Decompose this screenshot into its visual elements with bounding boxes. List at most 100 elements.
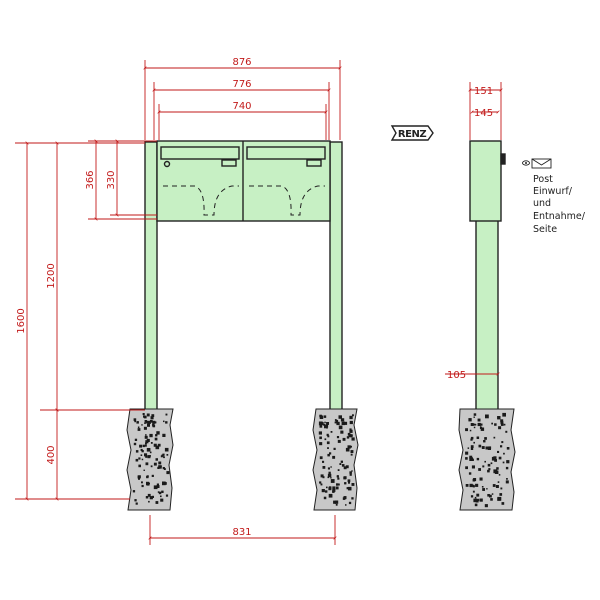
concrete-speck — [349, 420, 353, 425]
concrete-speck — [153, 443, 157, 447]
concrete-speck — [497, 415, 501, 420]
concrete-speck — [324, 424, 329, 428]
concrete-speck — [482, 488, 486, 491]
concrete-speck — [345, 504, 347, 506]
concrete-speck — [494, 459, 497, 462]
concrete-speck — [133, 418, 137, 421]
concrete-speck — [470, 438, 473, 441]
concrete-speck — [163, 456, 165, 459]
side-note-line-4: Entnahme/ — [533, 211, 586, 222]
concrete-speck — [155, 458, 158, 461]
concrete-speck — [348, 501, 352, 505]
concrete-speck — [144, 435, 148, 439]
concrete-speck — [471, 465, 475, 469]
concrete-speck — [154, 437, 158, 441]
concrete-speck — [146, 475, 149, 479]
concrete-speck — [465, 428, 468, 432]
concrete-speck — [349, 429, 353, 433]
concrete-speck — [493, 436, 496, 439]
concrete-speck — [476, 493, 480, 497]
concrete-speck — [494, 470, 499, 474]
concrete-speck — [345, 447, 350, 452]
concrete-speck — [332, 486, 336, 490]
dim-151-label: 151 — [474, 86, 493, 97]
concrete-speck — [473, 426, 476, 429]
concrete-speck — [469, 455, 473, 459]
concrete-speck — [476, 498, 480, 502]
concrete-speck — [500, 487, 503, 490]
renz-logo: RENZ — [390, 125, 434, 141]
concrete-speck — [145, 440, 149, 444]
concrete-speck — [165, 421, 168, 424]
concrete-speck — [319, 436, 322, 440]
concrete-speck — [319, 425, 323, 428]
concrete-speck — [160, 495, 162, 498]
concrete-speck — [478, 444, 482, 448]
concrete-speck — [140, 448, 143, 451]
concrete-speck — [472, 484, 475, 487]
concrete-speck — [342, 437, 346, 441]
dim-105-label: 105 — [447, 370, 466, 381]
concrete-speck — [147, 493, 151, 497]
concrete-speck — [165, 413, 168, 416]
concrete-speck — [338, 425, 343, 430]
concrete-speck — [468, 472, 472, 475]
concrete-speck — [340, 418, 345, 422]
concrete-speck — [137, 426, 140, 428]
concrete-speck — [324, 438, 327, 441]
concrete-speck — [473, 413, 477, 416]
concrete-speck — [152, 420, 156, 424]
concrete-speck — [326, 433, 329, 436]
concrete-speck — [327, 435, 330, 438]
concrete-speck — [495, 485, 499, 488]
side-note-line-5: Seite — [533, 224, 557, 235]
concrete-speck — [145, 462, 149, 466]
concrete-speck — [319, 415, 324, 419]
concrete-speck — [349, 415, 353, 420]
concrete-speck — [166, 471, 170, 475]
concrete-speck — [499, 445, 503, 448]
concrete-speck — [160, 498, 164, 502]
right-foundation — [312, 408, 359, 511]
concrete-speck — [156, 483, 159, 486]
concrete-speck — [506, 446, 510, 450]
concrete-speck — [320, 483, 323, 486]
concrete-speck — [505, 480, 509, 484]
concrete-speck — [486, 488, 488, 490]
concrete-speck — [348, 434, 352, 438]
concrete-speck — [164, 447, 169, 452]
concrete-speck — [325, 490, 328, 493]
concrete-speck — [332, 455, 336, 459]
concrete-speck — [157, 443, 161, 447]
concrete-speck — [327, 453, 330, 457]
concrete-speck — [347, 445, 351, 449]
concrete-speck — [324, 421, 326, 424]
concrete-speck — [326, 441, 330, 445]
concrete-speck — [473, 423, 476, 426]
concrete-speck — [150, 465, 153, 468]
concrete-speck — [153, 485, 158, 490]
concrete-speck — [489, 494, 492, 498]
concrete-speck — [479, 426, 483, 430]
concrete-speck — [478, 468, 481, 471]
concrete-speck — [160, 455, 163, 458]
concrete-speck — [506, 460, 510, 464]
concrete-speck — [490, 498, 493, 501]
concrete-speck — [319, 456, 323, 460]
concrete-speck — [333, 500, 337, 504]
concrete-speck — [330, 477, 332, 479]
concrete-speck — [475, 483, 479, 487]
concrete-speck — [143, 469, 145, 471]
concrete-speck — [351, 470, 353, 472]
concrete-speck — [330, 466, 332, 468]
concrete-speck — [341, 464, 345, 467]
concrete-speck — [133, 442, 137, 446]
concrete-speck — [146, 447, 151, 452]
side-dimensions: 151 145 105 — [445, 82, 503, 381]
concrete-speck — [153, 462, 157, 466]
concrete-speck — [470, 436, 474, 440]
concrete-speck — [487, 494, 490, 497]
concrete-speck — [499, 493, 503, 496]
concrete-speck — [468, 418, 472, 422]
concrete-speck — [349, 471, 352, 474]
